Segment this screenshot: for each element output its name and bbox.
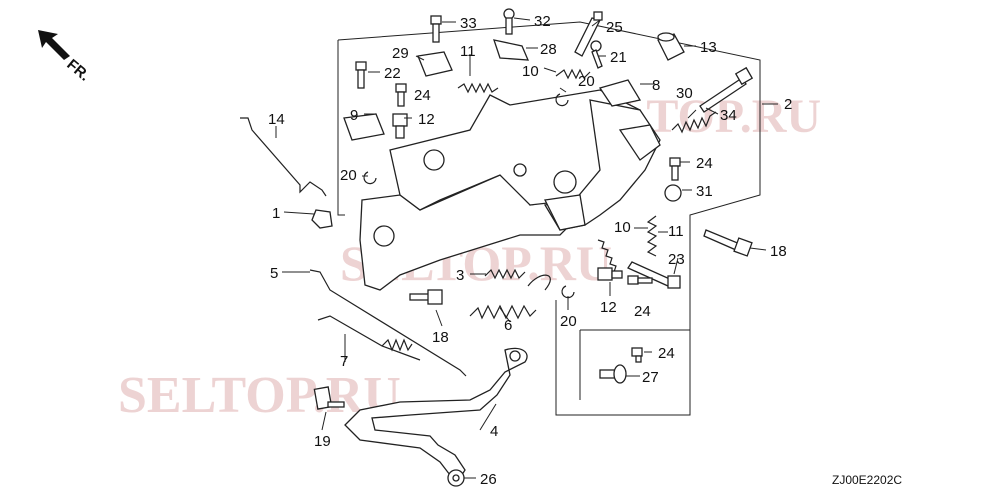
label-24-bottom: 24: [658, 345, 675, 362]
spring-11-upper: [457, 82, 499, 94]
spring-11-lower: [646, 215, 658, 257]
holder-28: [493, 39, 530, 61]
front-direction-label: FR.: [63, 56, 92, 85]
screw-21: [590, 40, 603, 69]
label-10-lower: 10: [614, 219, 631, 236]
bolt-22: [355, 61, 367, 89]
bolt-24-a: [395, 83, 407, 107]
bolt-25: [574, 11, 603, 57]
bolt-24-d: [631, 347, 643, 363]
leader-lines: [275, 17, 778, 479]
throttle-lever: [344, 347, 528, 479]
label-6: 6: [504, 317, 512, 334]
label-28: 28: [540, 41, 557, 58]
screw-32: [503, 8, 515, 35]
main-bracket: [359, 89, 661, 291]
label-20-bottom: 20: [560, 313, 577, 330]
label-24-top: 24: [414, 87, 431, 104]
bolt-24-b: [669, 157, 681, 181]
plate-19: [313, 386, 345, 410]
bolt-18-left: [409, 289, 443, 305]
part-labels: 1 2 3 4 5 6 7 8 9 10 10 11 11 12 12 13 1…: [268, 13, 792, 488]
holder-9: [343, 113, 385, 141]
bolt-18-right: [703, 229, 753, 257]
label-11-upper: 11: [460, 43, 476, 60]
label-23: 23: [668, 251, 685, 268]
nut-31: [664, 184, 682, 202]
label-20-left: 20: [340, 167, 357, 184]
nut-26: [447, 469, 465, 487]
label-14: 14: [268, 111, 285, 128]
label-29: 29: [392, 45, 409, 62]
spring-10-lower: [597, 239, 621, 275]
label-21: 21: [610, 49, 627, 66]
holder-29: [417, 51, 453, 77]
governor-rod-14: [240, 117, 327, 197]
label-31: 31: [696, 183, 713, 200]
label-9: 9: [350, 107, 358, 124]
clip-20-c: [561, 285, 575, 299]
watermark-bottom: SELTOP.RU: [118, 367, 401, 424]
pivot-27: [599, 364, 627, 384]
label-2: 2: [784, 96, 792, 113]
clip-20-b: [555, 93, 569, 107]
control-rod-5: [309, 269, 467, 377]
label-11-lower: 11: [668, 223, 684, 240]
front-direction-arrow: FR.: [38, 30, 93, 85]
label-18-left: 18: [432, 329, 449, 346]
label-10-upper: 10: [522, 63, 539, 80]
spring-30: [671, 111, 717, 134]
label-24-middle: 24: [634, 303, 651, 320]
label-26: 26: [480, 471, 497, 488]
label-5: 5: [270, 265, 278, 282]
choke-rod-7: [317, 315, 421, 361]
label-1: 1: [272, 205, 280, 222]
label-4: 4: [490, 423, 498, 440]
label-8: 8: [652, 77, 660, 94]
bolt-23: [627, 261, 681, 289]
label-19: 19: [314, 433, 331, 450]
spring-10-upper: [555, 68, 591, 80]
label-20-top: 20: [578, 73, 595, 90]
label-18-right: 18: [770, 243, 787, 260]
label-32: 32: [534, 13, 551, 30]
label-12-lower: 12: [600, 299, 617, 316]
collar-12-b: [597, 267, 623, 281]
diagram-code: ZJ00E2202C: [832, 473, 902, 487]
label-27: 27: [642, 369, 659, 386]
holder-1: [311, 209, 333, 229]
label-3: 3: [456, 267, 464, 284]
bolt-33: [430, 15, 442, 43]
label-30: 30: [676, 85, 693, 102]
holder-8: [598, 79, 642, 107]
spring-3: [484, 268, 526, 280]
bolt-34: [699, 66, 754, 113]
label-25: 25: [606, 19, 623, 36]
clip-20-a: [363, 171, 377, 185]
label-7: 7: [340, 353, 348, 370]
label-34: 34: [720, 107, 737, 124]
label-22: 22: [384, 65, 401, 82]
label-12-upper: 12: [418, 111, 435, 128]
label-13: 13: [700, 39, 717, 56]
collar-12-a: [392, 113, 408, 139]
label-33: 33: [460, 15, 477, 32]
cap-13: [657, 32, 685, 61]
bolt-24-c: [627, 275, 653, 285]
label-24-right: 24: [696, 155, 713, 172]
